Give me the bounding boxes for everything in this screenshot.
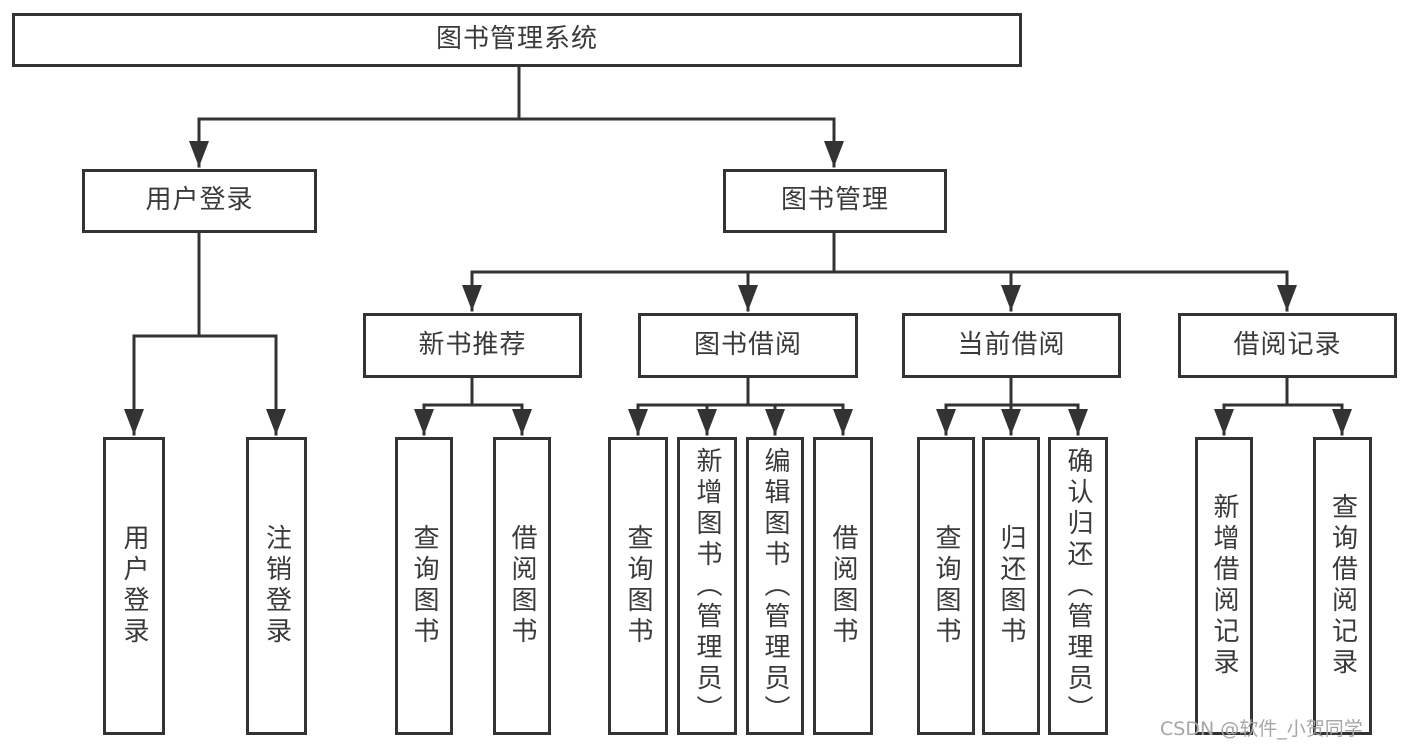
leaf-edit-books-admin: 编辑图书（管理员） (746, 437, 804, 735)
leaf-query-books-borrow-label: 查询图书 (623, 524, 653, 648)
leaf-query-books-current-label: 查询图书 (931, 524, 961, 648)
node-book-management-label: 图书管理 (780, 185, 889, 215)
leaf-query-borrow-record-label: 查询借阅记录 (1327, 493, 1358, 679)
connector-book-management-to-level3 (462, 231, 1297, 312)
node-borrow-records-label: 借阅记录 (1233, 329, 1342, 360)
node-root: 图书管理系统 (12, 13, 1022, 67)
node-borrow-records: 借阅记录 (1178, 313, 1397, 378)
leaf-user-login-label: 用户登录 (119, 524, 149, 648)
leaf-query-borrow-record: 查询借阅记录 (1313, 437, 1372, 735)
leaf-confirm-return-admin: 确认归还（管理员） (1048, 437, 1108, 735)
connector-user-login-to-leaves (124, 231, 286, 436)
leaf-query-books-current: 查询图书 (917, 437, 975, 735)
node-new-book-recommend-label: 新书推荐 (418, 329, 527, 360)
leaf-add-books-admin-label: 新增图书（管理员） (692, 446, 722, 726)
node-current-borrow: 当前借阅 (902, 313, 1121, 378)
connector-book-borrow-to-leaves (628, 376, 853, 436)
leaf-borrow-books-recommend-label: 借阅图书 (507, 524, 537, 648)
leaf-add-books-admin: 新增图书（管理员） (677, 437, 737, 735)
node-user-login: 用户登录 (82, 169, 317, 233)
leaf-edit-books-admin-label: 编辑图书（管理员） (760, 446, 790, 726)
node-new-book-recommend: 新书推荐 (363, 313, 582, 378)
node-book-borrow-label: 图书借阅 (693, 329, 802, 360)
watermark-text: CSDN @软件_小贺同学 (1160, 718, 1363, 740)
node-book-borrow: 图书借阅 (638, 313, 858, 378)
leaf-confirm-return-admin-label: 确认归还（管理员） (1063, 446, 1093, 726)
connector-new-book-recommend-to-leaves (414, 376, 532, 436)
node-user-login-label: 用户登录 (145, 185, 254, 215)
leaf-user-login: 用户登录 (103, 437, 165, 735)
leaf-query-books-recommend-label: 查询图书 (409, 524, 439, 648)
leaf-add-borrow-record-label: 新增借阅记录 (1209, 493, 1239, 679)
connector-root-to-level2 (189, 65, 844, 168)
leaf-borrow-books-borrow-label: 借阅图书 (828, 524, 858, 648)
leaf-query-books-borrow: 查询图书 (608, 437, 668, 735)
leaf-add-borrow-record: 新增借阅记录 (1195, 437, 1253, 735)
connector-borrow-records-to-leaves (1214, 376, 1352, 436)
leaf-borrow-books-recommend: 借阅图书 (493, 437, 551, 735)
leaf-query-books-recommend: 查询图书 (395, 437, 453, 735)
leaf-return-books: 归还图书 (982, 437, 1040, 735)
connector-current-borrow-to-leaves (936, 376, 1088, 436)
leaf-return-books-label: 归还图书 (996, 524, 1026, 648)
node-book-management: 图书管理 (723, 169, 947, 233)
leaf-logout: 注销登录 (246, 437, 307, 735)
leaf-logout-label: 注销登录 (261, 524, 292, 648)
node-root-label: 图书管理系统 (435, 24, 598, 54)
leaf-borrow-books-borrow: 借阅图书 (813, 437, 873, 735)
node-current-borrow-label: 当前借阅 (957, 329, 1066, 360)
